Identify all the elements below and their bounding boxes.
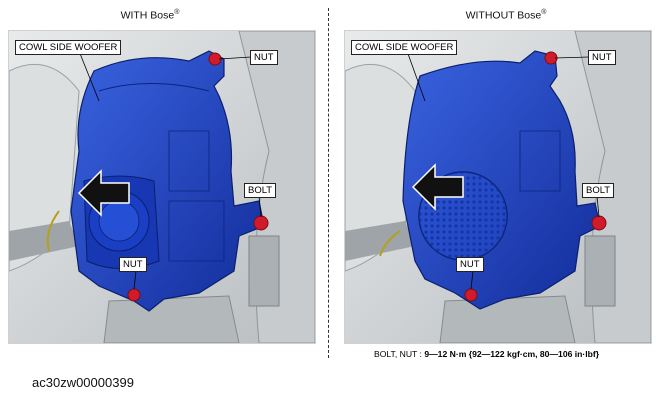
torque-label: BOLT, NUT : [374,349,425,359]
callout-nut-bottom: NUT [119,257,147,272]
removal-direction-arrow [411,163,464,211]
callout-cowl-side-woofer: COWL SIDE WOOFER [351,40,458,55]
callout-nut-top: NUT [588,50,616,65]
callout-nut-top: NUT [250,50,278,65]
callout-bolt: BOLT [244,183,277,198]
nut-bottom-marker [127,288,141,302]
woofer-illustration-right [345,31,651,343]
removal-direction-arrow [77,169,130,217]
panel-divider [328,8,329,358]
panel-title-without-bose: WITHOUT Bose® [465,9,547,22]
panel-title-with-bose: WITH Bose® [120,9,180,22]
torque-value: 9—12 N·m {92—122 kgf·cm, 80—106 in·lbf} [424,349,600,359]
callout-bolt: BOLT [582,183,615,198]
callout-cowl-side-woofer: COWL SIDE WOOFER [15,40,122,55]
illustration-with-bose: COWL SIDE WOOFER NUT BOLT NUT [8,30,316,344]
nut-bottom-marker [464,288,478,302]
bolt-marker [591,215,607,231]
torque-spec: BOLT, NUT : 9—12 N·m {92—122 kgf·cm, 80—… [374,349,599,359]
illustration-without-bose: COWL SIDE WOOFER NUT BOLT NUT [344,30,652,344]
callout-nut-bottom: NUT [456,257,484,272]
figure-id: ac30zw00000399 [32,375,134,390]
bolt-marker [253,215,269,231]
